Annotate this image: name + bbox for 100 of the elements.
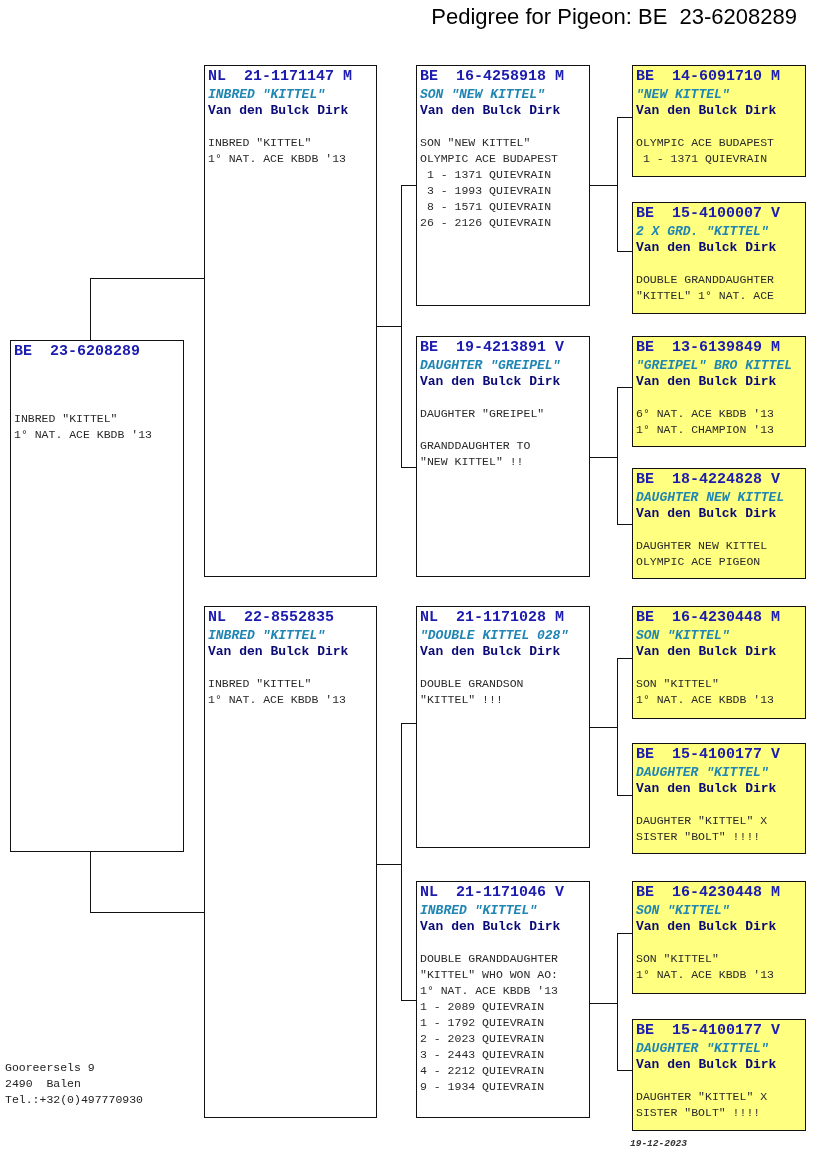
remark-text: SON "KITTEL" bbox=[636, 951, 719, 967]
ring-number: BE 19-4213891 V bbox=[420, 339, 565, 357]
remark-text: 1° NAT. ACE KBDB '13 bbox=[14, 427, 153, 443]
remark-text: 1° NAT. ACE KBDB '13 bbox=[636, 967, 775, 983]
remark-text: 26 - 2126 QUIEVRAIN bbox=[420, 215, 552, 231]
remark-text: 3 - 1993 QUIEVRAIN bbox=[425, 183, 552, 199]
connector-line bbox=[589, 184, 633, 252]
breeder-name: Van den Bulck Dirk bbox=[636, 644, 777, 660]
remark-text: 6° NAT. ACE KBDB '13 bbox=[636, 406, 775, 422]
remark-text: OLYMPIC ACE BUDAPEST bbox=[420, 151, 559, 167]
remark-text: INBRED "KITTEL" bbox=[208, 135, 312, 151]
connector-line bbox=[589, 726, 633, 796]
remark-text: INBRED "KITTEL" bbox=[14, 411, 118, 427]
page-title: Pedigree for Pigeon: BE 23-6208289 bbox=[431, 4, 797, 30]
connector-line bbox=[376, 325, 417, 468]
breeder-name: Van den Bulck Dirk bbox=[208, 644, 349, 660]
remark-text: 1° NAT. ACE KBDB '13 bbox=[208, 151, 347, 167]
ring-number: BE 23-6208289 bbox=[14, 343, 141, 361]
pigeon-name: SON "KITTEL" bbox=[636, 902, 730, 919]
pigeon-name: DAUGHTER NEW KITTEL bbox=[636, 489, 785, 506]
remark-text: 1° NAT. ACE KBDB '13 bbox=[420, 983, 559, 999]
ring-number: NL 22-8552835 bbox=[208, 609, 335, 627]
pigeon-name: "DOUBLE KITTEL 028" bbox=[420, 627, 569, 644]
ring-number: BE 16-4230448 M bbox=[636, 609, 781, 627]
remark-text: SON "NEW KITTEL" bbox=[420, 135, 531, 151]
remark-text: "NEW KITTEL" !! bbox=[420, 454, 524, 470]
pigeon-name: "GREIPEL" BRO KITTEL bbox=[636, 357, 793, 374]
pigeon-name: DAUGHTER "KITTEL" bbox=[636, 1040, 769, 1057]
remark-text: "KITTEL" 1° NAT. ACE bbox=[636, 288, 775, 304]
breeder-name: Van den Bulck Dirk bbox=[636, 240, 777, 256]
remark-text: GRANDDAUGHTER TO bbox=[420, 438, 531, 454]
breeder-name: Van den Bulck Dirk bbox=[420, 103, 561, 119]
pigeon-name: INBRED "KITTEL" bbox=[208, 627, 326, 644]
remark-text: 1° NAT. ACE KBDB '13 bbox=[208, 692, 347, 708]
print-date: 19-12-2023 bbox=[630, 1138, 687, 1150]
pedigree-card bbox=[632, 881, 806, 994]
ring-number: BE 16-4230448 M bbox=[636, 884, 781, 902]
remark-text: 4 - 2212 QUIEVRAIN bbox=[420, 1063, 545, 1079]
breeder-name: Van den Bulck Dirk bbox=[420, 644, 561, 660]
pedigree-card bbox=[632, 468, 806, 579]
pedigree-card bbox=[632, 202, 806, 314]
breeder-name: Van den Bulck Dirk bbox=[208, 103, 349, 119]
remark-text: DOUBLE GRANDSON bbox=[420, 676, 524, 692]
ring-number: BE 15-4100007 V bbox=[636, 205, 781, 223]
pigeon-name: DAUGHTER "GREIPEL" bbox=[420, 357, 561, 374]
pedigree-card bbox=[416, 606, 590, 848]
phone-number: Tel.:+32(0)497770930 bbox=[5, 1092, 144, 1108]
pedigree-card bbox=[204, 606, 377, 1118]
breeder-name: Van den Bulck Dirk bbox=[636, 103, 777, 119]
ring-number: BE 16-4258918 M bbox=[420, 68, 565, 86]
pedigree-card bbox=[416, 65, 590, 306]
remark-text: 1° NAT. CHAMPION '13 bbox=[636, 422, 775, 438]
remark-text: DAUGHTER "KITTEL" X bbox=[636, 1089, 768, 1105]
ring-number: BE 18-4224828 V bbox=[636, 471, 781, 489]
remark-text: DAUGHTER "GREIPEL" bbox=[420, 406, 545, 422]
remark-text: INBRED "KITTEL" bbox=[208, 676, 312, 692]
connector-line bbox=[89, 277, 205, 341]
breeder-name: Van den Bulck Dirk bbox=[636, 1057, 777, 1073]
remark-text: 3 - 2443 QUIEVRAIN bbox=[420, 1047, 545, 1063]
pedigree-card bbox=[632, 743, 806, 854]
remark-text: OLYMPIC ACE PIGEON bbox=[636, 554, 761, 570]
pedigree-card bbox=[10, 340, 184, 852]
breeder-name: Van den Bulck Dirk bbox=[636, 781, 777, 797]
ring-number: BE 14-6091710 M bbox=[636, 68, 781, 86]
remark-text: "KITTEL" !!! bbox=[420, 692, 503, 708]
pigeon-name: 2 X GRD. "KITTEL" bbox=[636, 223, 769, 240]
pedigree-card bbox=[632, 336, 806, 447]
pedigree-card bbox=[416, 881, 590, 1118]
remark-text: 1 - 1371 QUIEVRAIN bbox=[641, 151, 768, 167]
connector-line bbox=[376, 863, 417, 1001]
breeder-name: Van den Bulck Dirk bbox=[636, 919, 777, 935]
address-text: 2490 Balen bbox=[5, 1076, 81, 1092]
ring-number: BE 15-4100177 V bbox=[636, 746, 781, 764]
remark-text: 9 - 1934 QUIEVRAIN bbox=[420, 1079, 545, 1095]
breeder-name: Van den Bulck Dirk bbox=[420, 919, 561, 935]
pigeon-name: INBRED "KITTEL" bbox=[208, 86, 326, 103]
pedigree-card bbox=[416, 336, 590, 577]
pigeon-name: SON "KITTEL" bbox=[636, 627, 730, 644]
connector-line bbox=[589, 456, 633, 525]
pigeon-name: "NEW KITTEL" bbox=[636, 86, 730, 103]
remark-text: SISTER "BOLT" !!!! bbox=[636, 829, 761, 845]
remark-text: "KITTEL" WHO WON AO: bbox=[420, 967, 559, 983]
remark-text: 1 - 2089 QUIEVRAIN bbox=[420, 999, 545, 1015]
ring-number: NL 21-1171147 M bbox=[208, 68, 353, 86]
remark-text: 1° NAT. ACE KBDB '13 bbox=[636, 692, 775, 708]
ring-number: NL 21-1171046 V bbox=[420, 884, 565, 902]
remark-text: DAUGHTER "KITTEL" X bbox=[636, 813, 768, 829]
pigeon-name: SON "NEW KITTEL" bbox=[420, 86, 545, 103]
ring-number: BE 13-6139849 M bbox=[636, 339, 781, 357]
breeder-name: Van den Bulck Dirk bbox=[420, 374, 561, 390]
remark-text: DAUGHTER NEW KITTEL bbox=[636, 538, 768, 554]
remark-text: 2 - 2023 QUIEVRAIN bbox=[420, 1031, 545, 1047]
remark-text: SON "KITTEL" bbox=[636, 676, 719, 692]
breeder-name: Van den Bulck Dirk bbox=[636, 374, 777, 390]
breeder-name: Van den Bulck Dirk bbox=[636, 506, 777, 522]
ring-number: NL 21-1171028 M bbox=[420, 609, 565, 627]
pedigree-card bbox=[204, 65, 377, 577]
address-text: Gooreersels 9 bbox=[5, 1060, 95, 1076]
ring-number: BE 15-4100177 V bbox=[636, 1022, 781, 1040]
remark-text: 1 - 1371 QUIEVRAIN bbox=[425, 167, 552, 183]
